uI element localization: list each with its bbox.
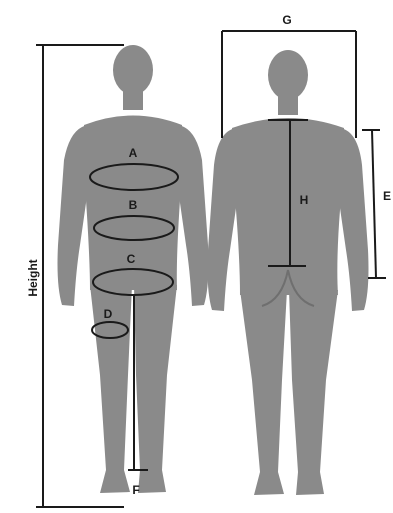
label-d: D	[104, 307, 113, 321]
label-a: A	[129, 146, 138, 160]
label-c: C	[127, 252, 136, 266]
label-b: B	[129, 198, 138, 212]
label-e: E	[383, 189, 391, 203]
label-h: H	[300, 193, 309, 207]
label-g: G	[282, 13, 291, 27]
label-f: F	[132, 483, 139, 497]
height-label: Height	[26, 259, 40, 296]
